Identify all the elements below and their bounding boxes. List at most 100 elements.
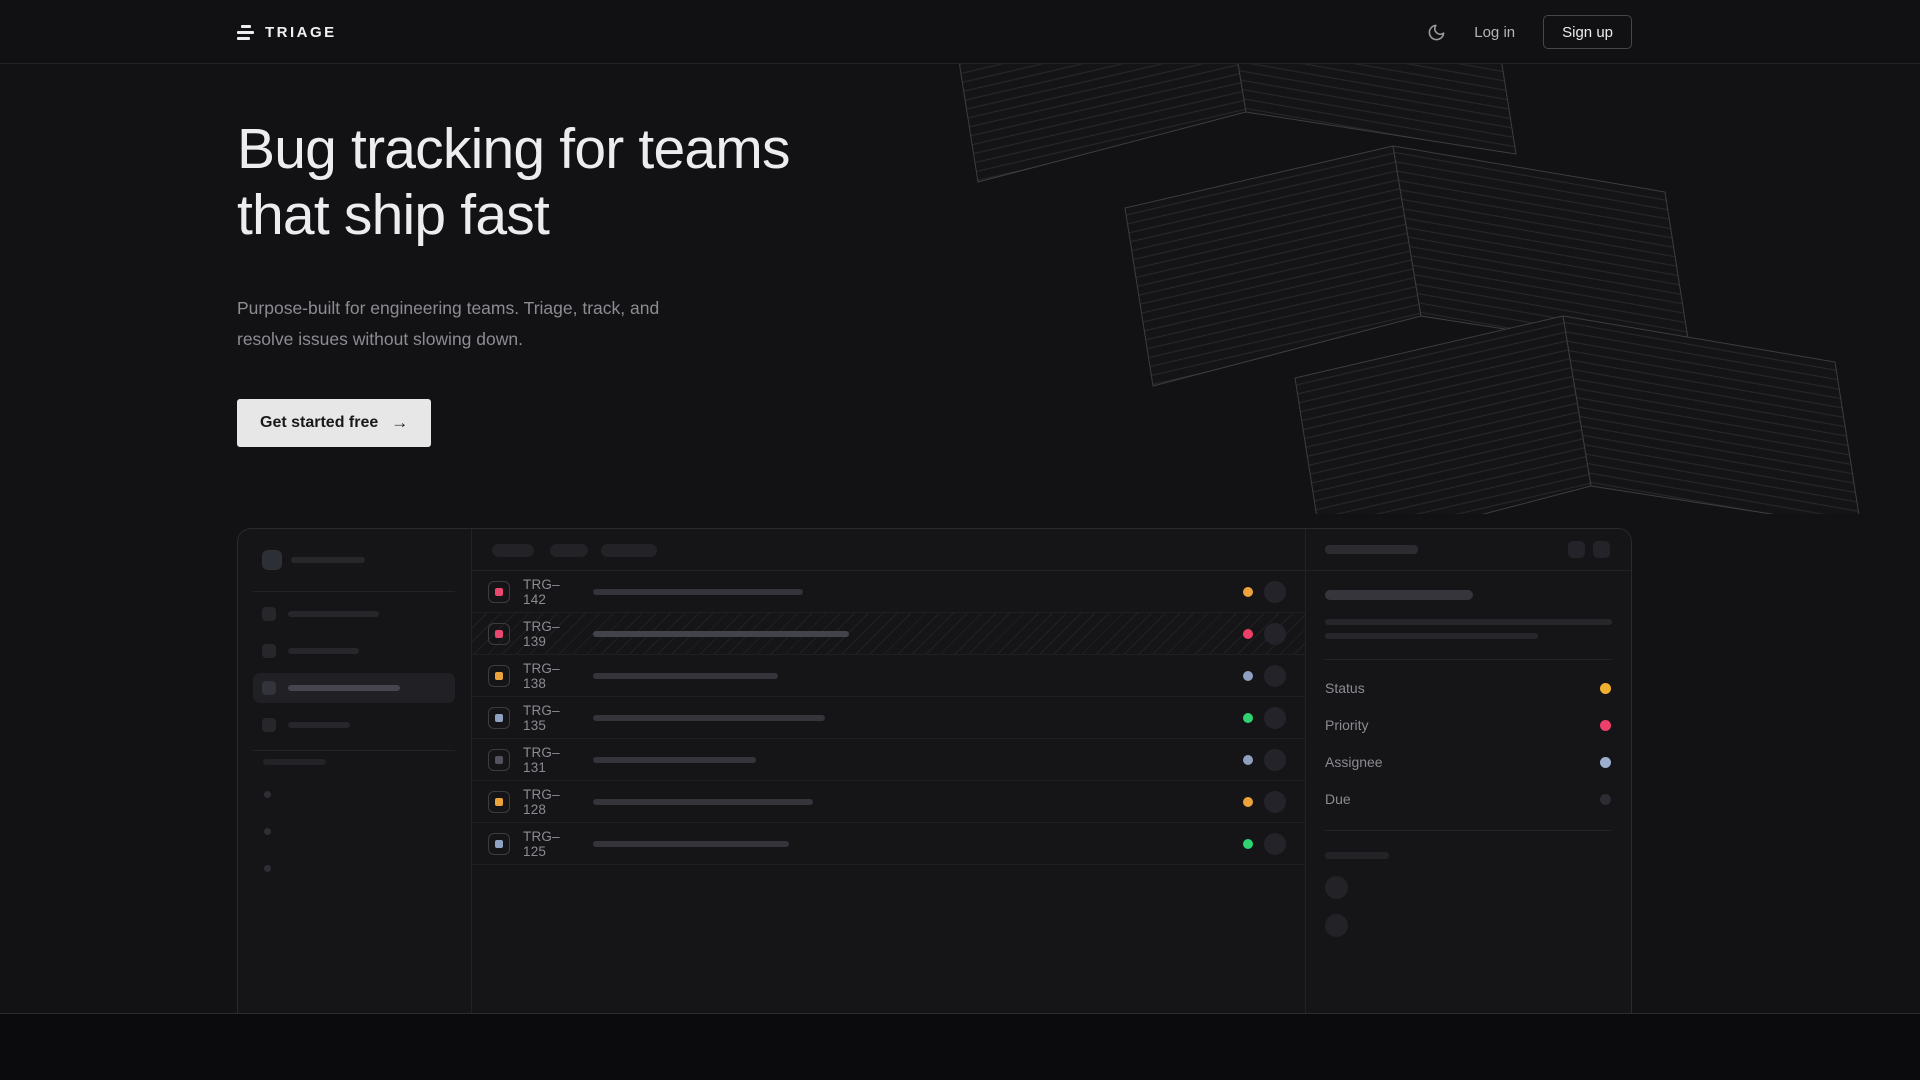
issue-row-meta	[1243, 706, 1286, 729]
issue-row: TRG–139	[472, 613, 1305, 655]
issue-title-skeleton	[593, 798, 813, 805]
assignee-avatar	[1264, 748, 1286, 771]
issue-row-meta	[1243, 580, 1286, 603]
avatar-skeleton	[1325, 914, 1348, 937]
detail-field-row: Due	[1325, 791, 1611, 807]
field-label: Assignee	[1325, 754, 1383, 770]
issue-title-skeleton	[593, 630, 849, 637]
sidebar-item-skeleton	[288, 722, 350, 728]
detail-field-row: Assignee	[1325, 754, 1611, 770]
field-value-dot	[1600, 756, 1611, 768]
issue-type-icon	[488, 832, 510, 855]
issue-id: TRG–138	[523, 660, 560, 691]
divider	[253, 750, 455, 751]
issue-title-skeleton	[593, 672, 778, 679]
issue-type-icon	[488, 580, 510, 603]
issue-title-skeleton	[593, 840, 789, 847]
arrow-right-icon: →	[391, 413, 409, 432]
issue-title-skeleton	[593, 756, 756, 763]
activity-label-skeleton	[1325, 852, 1389, 859]
theme-toggle-button[interactable]	[1426, 22, 1446, 42]
sidebar-item-skeleton	[288, 648, 359, 654]
description-skeleton	[1325, 633, 1538, 639]
panel-action-icon	[1568, 541, 1585, 558]
sidebar-nav-icon	[262, 644, 276, 658]
sidebar-dot	[264, 828, 271, 835]
filter-pill-skeleton	[601, 544, 657, 557]
hero-title: Bug tracking for teams that ship fast	[237, 117, 790, 247]
assignee-avatar	[1264, 790, 1286, 813]
workspace-icon	[262, 550, 282, 570]
issue-row-meta	[1243, 622, 1286, 645]
status-dot	[1243, 586, 1253, 597]
issue-rows: TRG–142 TRG–139 TRG–138 TRG–135	[472, 571, 1305, 865]
issue-row: TRG–138	[472, 655, 1305, 697]
top-nav: TRIAGE Log in Sign up	[0, 0, 1920, 64]
issue-row: TRG–135	[472, 697, 1305, 739]
assignee-avatar	[1264, 832, 1286, 855]
signup-button[interactable]: Sign up	[1543, 15, 1632, 49]
issue-id: TRG–139	[523, 618, 560, 649]
issue-title-skeleton	[593, 588, 803, 595]
issue-id: TRG–142	[523, 576, 560, 607]
footer-band	[0, 1013, 1920, 1080]
field-label: Priority	[1325, 717, 1369, 733]
issue-type-icon	[488, 790, 510, 813]
status-dot	[1243, 628, 1253, 639]
issue-row-meta	[1243, 790, 1286, 813]
sidebar-dot	[264, 865, 271, 872]
field-label: Status	[1325, 680, 1365, 696]
status-dot	[1243, 670, 1253, 681]
issue-row-meta	[1243, 748, 1286, 771]
issue-row-meta	[1243, 664, 1286, 687]
description-skeleton	[1325, 619, 1612, 625]
app-mockup: TRG–142 TRG–139 TRG–138 TRG–135	[237, 528, 1632, 1013]
issue-row: TRG–142	[472, 571, 1305, 613]
sidebar-nav-icon	[262, 718, 276, 732]
divider	[1325, 830, 1611, 831]
issue-title-skeleton	[593, 714, 825, 721]
issue-id: TRG–128	[523, 786, 560, 817]
avatar-skeleton	[1325, 876, 1348, 899]
sidebar-item-skeleton	[288, 611, 379, 617]
status-dot	[1243, 838, 1253, 849]
field-value-dot	[1600, 682, 1611, 694]
mockup-sidebar	[238, 529, 472, 1013]
nav-actions: Log in Sign up	[1426, 0, 1632, 64]
login-link[interactable]: Log in	[1474, 23, 1516, 41]
field-label: Due	[1325, 791, 1351, 807]
detail-panel-header	[1306, 529, 1631, 571]
get-started-button[interactable]: Get started free →	[237, 399, 432, 447]
moon-icon	[1428, 24, 1445, 40]
brand-logo[interactable]: TRIAGE	[237, 0, 337, 64]
filter-pill-skeleton	[492, 544, 534, 557]
issue-row: TRG–128	[472, 781, 1305, 823]
issue-row: TRG–125	[472, 823, 1305, 865]
detail-field-row: Status	[1325, 680, 1611, 696]
divider	[1325, 659, 1611, 660]
divider	[253, 591, 455, 592]
section-label-skeleton	[263, 759, 326, 765]
sidebar-nav-icon	[262, 681, 276, 695]
detail-field-row: Priority	[1325, 717, 1611, 733]
workspace-name-skeleton	[291, 557, 365, 563]
status-dot	[1243, 754, 1253, 765]
issue-row-meta	[1243, 832, 1286, 855]
assignee-avatar	[1264, 664, 1286, 687]
issue-row: TRG–131	[472, 739, 1305, 781]
assignee-avatar	[1264, 622, 1286, 645]
brand-name: TRIAGE	[265, 23, 337, 41]
issue-id: TRG–125	[523, 828, 560, 859]
issue-id: TRG–131	[523, 744, 560, 775]
assignee-avatar	[1264, 706, 1286, 729]
issue-type-icon	[488, 664, 510, 687]
hero-subtitle: Purpose-built for engineering teams. Tri…	[237, 298, 660, 349]
filter-pill-skeleton	[550, 544, 588, 557]
panel-action-icon	[1593, 541, 1610, 558]
assignee-avatar	[1264, 580, 1286, 603]
field-value-dot	[1600, 793, 1611, 805]
mockup-detail-panel: Status Priority Assignee Due	[1306, 529, 1631, 1013]
sidebar-nav-icon	[262, 607, 276, 621]
sidebar-dot	[264, 791, 271, 798]
panel-title-skeleton	[1325, 545, 1418, 554]
